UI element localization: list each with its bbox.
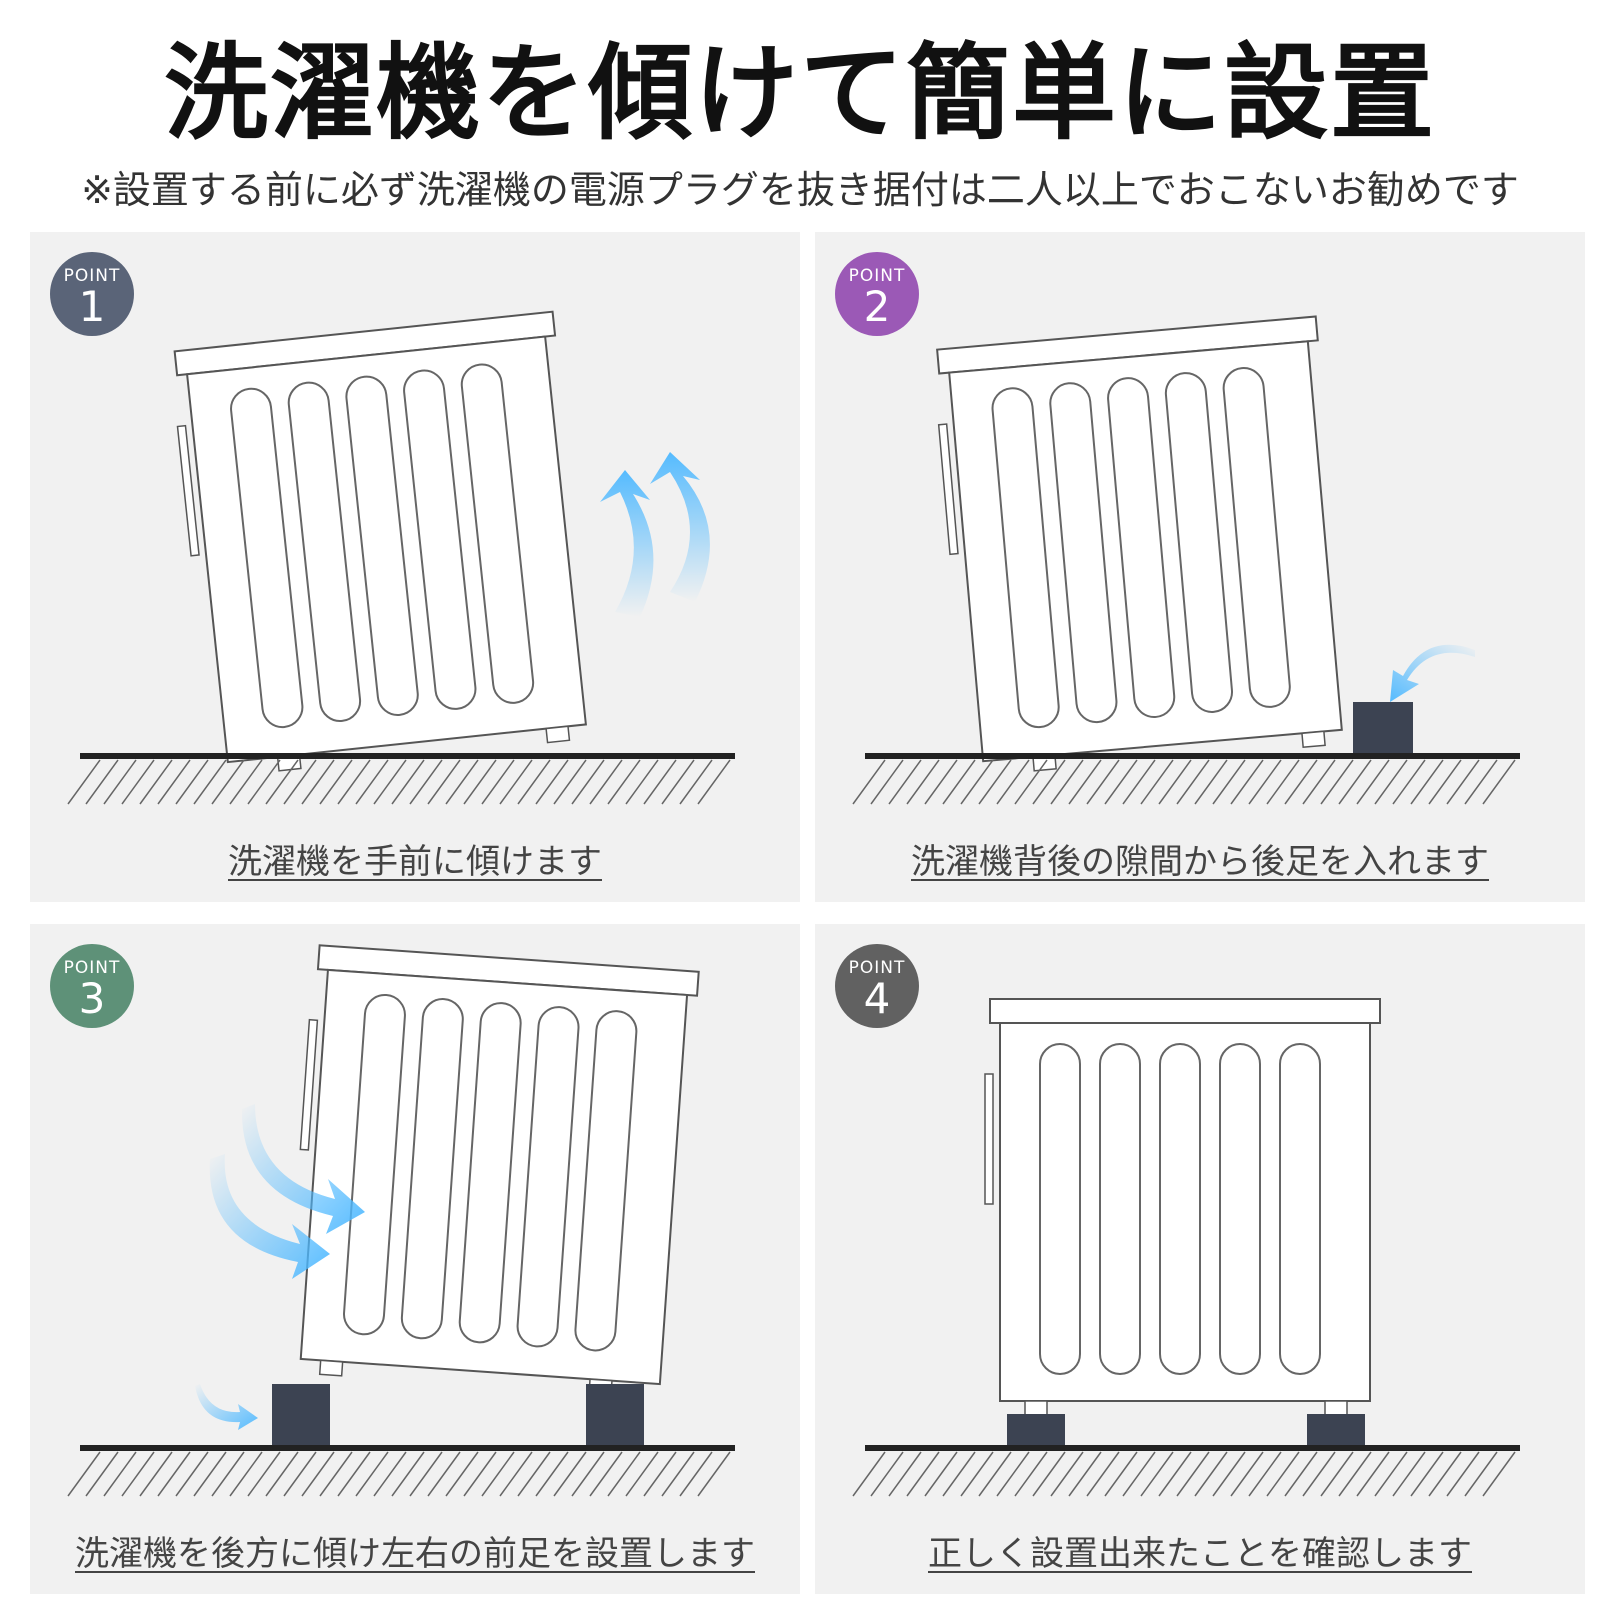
step-caption: 洗濯機背後の隙間から後足を入れます [911, 842, 1489, 882]
step-caption: 洗濯機を後方に傾け左右の前足を設置します [75, 1534, 755, 1574]
step-badge: POINT 2 [835, 252, 919, 336]
push-arrow-icon [241, 1104, 365, 1234]
floor-hatching [67, 1451, 731, 1497]
step-panel-3: POINT 3 洗濯機を後方に傾け左右の前足を設置します [30, 924, 800, 1594]
washer-insert-rear-foot-illustration [852, 315, 1520, 805]
lift-arrow-icon [600, 470, 654, 617]
step-panel-2: POINT 2 洗濯機背後の隙間から後足を入れます [815, 232, 1585, 902]
point-label: POINT [848, 266, 906, 286]
washer-installed-illustration [852, 998, 1520, 1497]
point-label: POINT [63, 958, 121, 978]
step-panel-4: POINT 4 正しく設置出来たことを確認します [815, 924, 1585, 1594]
point-label: POINT [63, 266, 121, 286]
step-number: 3 [78, 974, 106, 1023]
insert-arrow-icon [1390, 644, 1475, 702]
lift-arrow-icon [650, 452, 710, 602]
step-badge: POINT 1 [50, 252, 134, 336]
step-caption: 正しく設置出来たことを確認します [928, 1534, 1472, 1574]
push-arrow-icon [209, 1154, 330, 1279]
washer-body [173, 310, 587, 772]
step-badge: POINT 4 [835, 944, 919, 1028]
step-number: 2 [863, 282, 891, 331]
riser-foot [272, 1384, 330, 1446]
safety-note: ※設置する前に必ず洗濯機の電源プラグを抜き据付は二人以上でおこないお勧めです [81, 168, 1519, 212]
step-number: 1 [78, 282, 106, 331]
step-badge: POINT 3 [50, 944, 134, 1028]
floor-hatching [67, 759, 731, 805]
riser-foot [586, 1384, 644, 1446]
step-caption: 洗濯機を手前に傾けます [228, 842, 602, 882]
washer-body [936, 315, 1343, 772]
point-label: POINT [848, 958, 906, 978]
insert-arrow-icon [195, 1384, 258, 1430]
washer-tilt-back-illustration [67, 944, 735, 1497]
riser-foot [1353, 702, 1413, 754]
step-number: 4 [863, 974, 891, 1023]
washer-body [984, 998, 1381, 1416]
page-title: 洗濯機を傾けて簡単に設置 [163, 32, 1436, 154]
riser-foot [1307, 1414, 1365, 1446]
riser-foot [1007, 1414, 1065, 1446]
floor-hatching [852, 759, 1516, 805]
washer-body [299, 944, 700, 1396]
step-panel-1: POINT 1 洗濯機を手前に傾けます [30, 232, 800, 902]
floor-hatching [852, 1451, 1516, 1497]
washer-tilt-forward-illustration [67, 310, 735, 805]
